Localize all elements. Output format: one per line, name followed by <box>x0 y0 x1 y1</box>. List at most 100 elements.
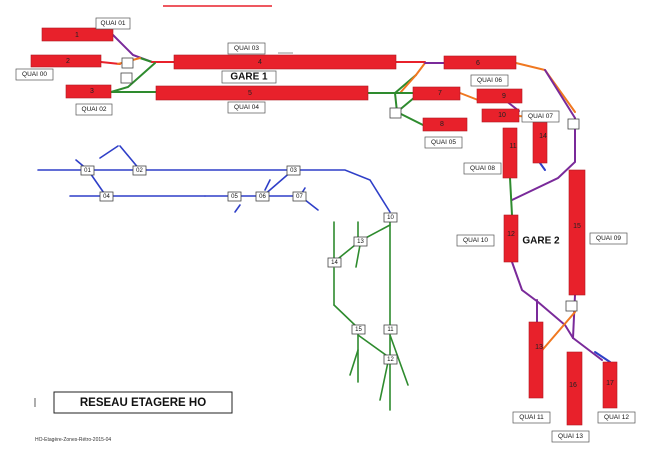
switch-04: 04 <box>99 191 114 202</box>
svg-text:QUAI 04: QUAI 04 <box>234 104 259 111</box>
track-orange-b <box>415 62 426 76</box>
zone-4: 4 <box>173 54 397 70</box>
quai-06: QUAI 06 <box>470 74 509 87</box>
quai-02: QUAI 02 <box>75 103 113 116</box>
green-e <box>333 304 359 329</box>
track-purple-16 <box>572 337 603 361</box>
track-purple-loop <box>511 69 576 201</box>
quai-10: QUAI 10 <box>456 234 495 247</box>
svg-text:16: 16 <box>569 382 577 389</box>
quai-04: QUAI 04 <box>227 101 266 114</box>
junction-3 <box>389 107 402 119</box>
quai-09: QUAI 09 <box>589 232 628 245</box>
svg-text:QUAI 11: QUAI 11 <box>519 414 544 421</box>
svg-text:12: 12 <box>507 231 515 238</box>
blue-h <box>234 204 241 213</box>
svg-text:QUAI 08: QUAI 08 <box>470 165 495 172</box>
svg-text:10: 10 <box>387 215 394 221</box>
track-orange-a <box>399 74 417 94</box>
svg-text:15: 15 <box>355 327 362 333</box>
blue-main <box>37 169 391 213</box>
gare-1-label: GARE 1 <box>230 72 268 83</box>
green-g <box>355 244 361 268</box>
green-k <box>389 334 409 386</box>
zone-13: 13 <box>528 321 544 399</box>
quai-05: QUAI 05 <box>424 136 463 149</box>
svg-text:14: 14 <box>539 133 547 140</box>
svg-text:QUAI 00: QUAI 00 <box>22 71 47 78</box>
switch-11: 11 <box>383 324 398 335</box>
zone-2: 2 <box>30 54 102 68</box>
quai-labels: QUAI 01 QUAI 00 QUAI 02 QUAI 03 QUAI 04 … <box>15 17 636 443</box>
svg-text:QUAI 03: QUAI 03 <box>234 45 259 52</box>
switch-07: 07 <box>292 191 307 202</box>
switch-12: 12 <box>383 354 398 365</box>
switch-06: 06 <box>255 191 270 202</box>
station-labels: GARE 1 GARE 2 <box>221 70 560 247</box>
svg-text:02: 02 <box>136 168 143 174</box>
zone-11: 11 <box>502 127 518 179</box>
zone-5: 5 <box>155 85 369 101</box>
quai-13: QUAI 13 <box>551 430 590 443</box>
svg-text:10: 10 <box>498 112 506 119</box>
zone-9: 9 <box>476 88 523 104</box>
svg-text:06: 06 <box>259 194 266 200</box>
svg-text:QUAI 01: QUAI 01 <box>101 20 126 27</box>
svg-text:QUAI 07: QUAI 07 <box>528 113 553 120</box>
zone-16: 16 <box>566 351 583 426</box>
junction-1 <box>121 57 134 69</box>
track-1-end <box>139 57 153 63</box>
svg-text:14: 14 <box>331 260 338 266</box>
track-2-out <box>100 61 121 65</box>
zone-12: 12 <box>503 214 519 263</box>
svg-text:1: 1 <box>75 32 79 39</box>
zone-1: 1 <box>41 27 114 42</box>
svg-text:2: 2 <box>66 58 70 65</box>
svg-text:12: 12 <box>387 357 394 363</box>
quai-00: QUAI 00 <box>15 68 54 81</box>
track-green-11 <box>509 177 513 216</box>
switches: 01 02 03 04 05 06 07 10 13 14 15 11 12 <box>80 165 398 365</box>
green-i <box>357 334 391 359</box>
quai-08: QUAI 08 <box>463 162 502 175</box>
junction-5 <box>565 300 578 312</box>
quai-12: QUAI 12 <box>597 411 636 424</box>
zone-7: 7 <box>412 86 461 101</box>
svg-text:13: 13 <box>357 239 364 245</box>
switch-01: 01 <box>80 165 95 176</box>
svg-text:QUAI 13: QUAI 13 <box>558 433 583 440</box>
quai-11: QUAI 11 <box>512 411 551 424</box>
zone-3: 3 <box>65 84 112 99</box>
zone-10: 10 <box>481 108 520 123</box>
svg-text:11: 11 <box>509 143 516 150</box>
green-m <box>379 361 389 401</box>
svg-text:QUAI 06: QUAI 06 <box>477 77 502 84</box>
svg-text:QUAI 10: QUAI 10 <box>463 237 488 244</box>
track-blue-14 <box>539 162 546 171</box>
blue-j <box>264 179 271 191</box>
svg-text:6: 6 <box>476 60 480 67</box>
zone-14: 14 <box>532 117 548 164</box>
zone-6: 6 <box>443 55 517 70</box>
zone-8: 8 <box>422 117 468 132</box>
gare-2-label: GARE 2 <box>522 236 560 247</box>
svg-text:13: 13 <box>535 344 543 351</box>
svg-text:9: 9 <box>502 93 506 100</box>
svg-text:04: 04 <box>103 194 110 200</box>
junction-2 <box>120 72 133 84</box>
switch-15: 15 <box>351 324 366 335</box>
svg-text:07: 07 <box>296 194 303 200</box>
svg-text:QUAI 12: QUAI 12 <box>604 414 629 421</box>
svg-text:15: 15 <box>573 223 581 230</box>
track-3-out <box>110 62 156 93</box>
zone-15: 15 <box>568 169 586 296</box>
switch-05: 05 <box>227 191 242 202</box>
svg-text:QUAI 09: QUAI 09 <box>596 235 621 242</box>
junction-4 <box>567 118 580 130</box>
svg-text:3: 3 <box>90 88 94 95</box>
svg-text:5: 5 <box>248 90 252 97</box>
svg-text:01: 01 <box>84 168 91 174</box>
blue-b <box>99 145 119 159</box>
switch-14: 14 <box>327 257 342 268</box>
